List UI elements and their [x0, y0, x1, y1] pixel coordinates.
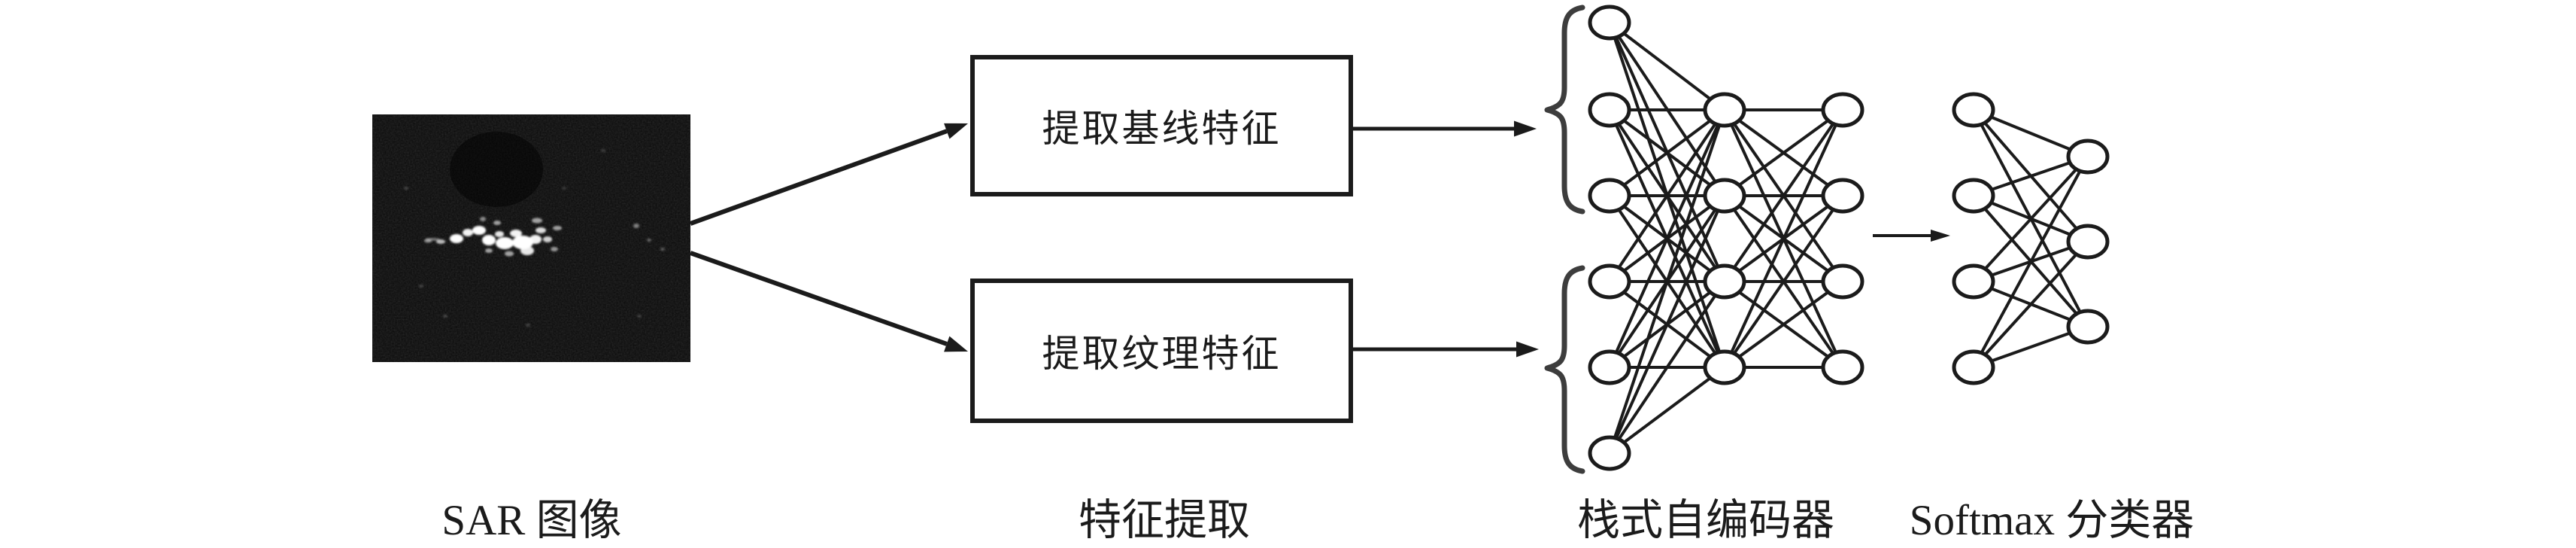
- box-extract-texture-features: 提取纹理特征: [970, 279, 1353, 423]
- sar-bright-spot: [480, 217, 486, 221]
- sar-bright-spot: [647, 239, 651, 242]
- edge-line: [1608, 108, 1726, 283]
- sar-bright-spot: [485, 248, 493, 253]
- neuron-node: [1952, 92, 1995, 128]
- caption-stacked-autoencoder: 栈式自编码器: [1577, 497, 1834, 544]
- sar-bright-spot: [536, 227, 546, 233]
- brace-baseline-feature-group: [1544, 5, 1585, 215]
- sar-bright-spot: [526, 324, 530, 327]
- neuron-node: [1952, 263, 1995, 300]
- edge-line: [1723, 109, 1844, 368]
- arrow-image-to-texture-box: [689, 251, 968, 352]
- sar-dark-region: [450, 132, 543, 207]
- sar-bright-spot: [496, 237, 514, 249]
- sar-bright-spot: [404, 187, 408, 190]
- edge-line: [1972, 156, 2089, 368]
- caption-softmax-classifier: Softmax 分类器: [1909, 497, 2195, 544]
- neuron-node: [2066, 224, 2110, 260]
- edge-line: [1723, 108, 1844, 283]
- edge-line: [1723, 280, 1844, 369]
- sar-bright-spot: [425, 238, 440, 241]
- sar-bright-spot: [512, 236, 533, 249]
- sar-image: [372, 114, 690, 362]
- edge-line: [1972, 240, 2089, 369]
- sar-bright-spot: [472, 226, 486, 235]
- stacked-autoencoder-nodes: [1588, 5, 1864, 471]
- neuron-node: [1952, 349, 1995, 385]
- neuron-node: [1703, 92, 1746, 128]
- sar-bright-spot: [660, 248, 665, 251]
- neuron-node: [1952, 178, 1995, 214]
- edge-line: [1608, 21, 1726, 111]
- sar-bright-spot: [450, 234, 463, 243]
- edge-line: [1608, 195, 1726, 454]
- edge-line: [1608, 109, 1726, 368]
- stacked-autoencoder-edges: [1608, 21, 1844, 455]
- neuron-node: [1588, 435, 1631, 471]
- sar-bright-spot: [493, 221, 501, 225]
- neuron-node: [1821, 263, 1864, 300]
- neuron-node: [1588, 5, 1631, 41]
- neuron-node: [1588, 178, 1631, 214]
- edge-line: [1608, 108, 1726, 197]
- arrow-encoder-to-softmax: [1873, 230, 1950, 242]
- sar-bright-spot: [553, 226, 562, 230]
- box-extract-baseline-features-label: 提取基线特征: [1042, 108, 1282, 150]
- edge-line: [1723, 108, 1844, 197]
- sar-bright-spot: [532, 218, 542, 224]
- arrow-image-to-baseline-box: [689, 123, 968, 226]
- sar-bright-target-cluster: [404, 149, 665, 327]
- sar-bright-spot: [436, 239, 445, 244]
- sar-bright-spot: [529, 235, 542, 244]
- sar-bright-spot: [551, 247, 558, 251]
- neuron-node: [1821, 178, 1864, 214]
- sar-bright-spot: [495, 231, 504, 237]
- neuron-node: [1588, 92, 1631, 128]
- edge-line: [1608, 109, 1726, 454]
- sar-bright-spot: [510, 230, 522, 237]
- edge-line: [1608, 280, 1726, 455]
- network-and-connectors: [689, 5, 2110, 474]
- neuron-node: [1821, 349, 1864, 385]
- neuron-node: [1588, 349, 1631, 385]
- neuron-node: [1703, 349, 1746, 385]
- sar-bright-spot: [562, 187, 566, 190]
- brace-texture-feature-group: [1544, 265, 1585, 474]
- neuron-node: [1588, 263, 1631, 300]
- sar-bright-spot: [419, 285, 423, 288]
- caption-sar-image: SAR 图像: [441, 497, 622, 544]
- sar-bright-spot: [637, 315, 642, 318]
- neuron-node: [1703, 263, 1746, 300]
- neuron-node: [2066, 309, 2110, 345]
- neuron-node: [1821, 92, 1864, 128]
- softmax-classifier-nodes: [1952, 92, 2110, 385]
- sar-bright-spot: [505, 251, 514, 257]
- box-extract-texture-features-label: 提取纹理特征: [1042, 333, 1282, 375]
- edge-line: [1972, 155, 2089, 283]
- box-extract-baseline-features: 提取基线特征: [970, 55, 1353, 196]
- caption-feature-extraction: 特征提取: [1079, 497, 1250, 544]
- neuron-node: [2066, 139, 2110, 175]
- neuron-node: [1703, 178, 1746, 214]
- sar-bright-spot: [633, 224, 639, 228]
- sar-bright-spot: [443, 315, 448, 318]
- edge-line: [1608, 366, 1726, 455]
- edge-line: [1723, 194, 1844, 369]
- sar-bright-spot: [543, 236, 552, 242]
- sar-bright-spot: [463, 229, 473, 236]
- sar-bright-spot: [482, 235, 496, 245]
- sar-bright-spot: [520, 246, 534, 255]
- arrow-texture-box-to-encoder: [1353, 341, 1539, 358]
- sar-bright-spot: [601, 149, 605, 152]
- arrow-baseline-box-to-encoder: [1353, 120, 1537, 137]
